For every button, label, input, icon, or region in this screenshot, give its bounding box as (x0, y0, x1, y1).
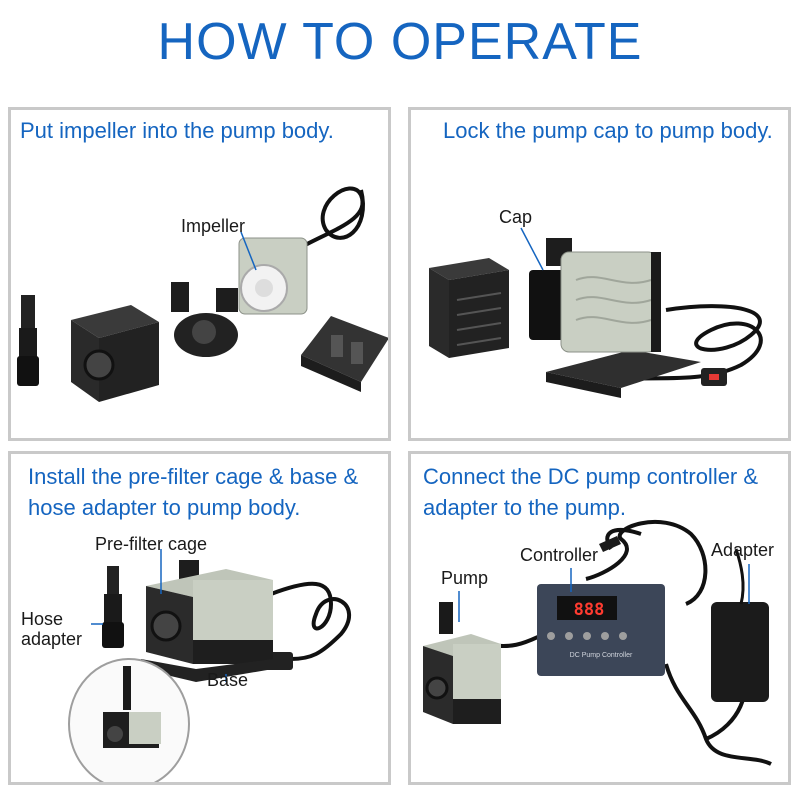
disassembled-pump-parts-image (17, 186, 388, 402)
cap-label: Cap (499, 207, 533, 227)
step-panel-controller: Connect the DC pump controller & adapter… (408, 451, 791, 785)
prefilter-cage-label: Pre-filter cage (95, 534, 208, 554)
adapter-label: Adapter (711, 540, 775, 560)
controller-part (537, 584, 665, 676)
controller-caption: DC Pump Controller (569, 652, 633, 659)
step-instruction: Put impeller into the pump body. (20, 118, 334, 143)
volute-part (171, 282, 238, 357)
motor-body-part (238, 237, 308, 315)
pump-controller-setup-image (423, 519, 772, 766)
power-adapter-part (711, 548, 769, 702)
step-instruction: Lock the pump cap to pump body. (443, 118, 773, 143)
base-plate-part (301, 316, 388, 392)
pump-cap-assembly-image (429, 227, 763, 398)
step-instruction: Connect the DC pump controller & adapter… (423, 464, 759, 520)
pump-part (423, 602, 501, 724)
pump-body-part (529, 238, 661, 353)
base-label: Base (207, 670, 249, 690)
hose-adapter-label: Hose adapter (21, 609, 83, 649)
assembled-pump-image (68, 549, 351, 782)
controller-label: Controller (520, 545, 599, 565)
page-title: HOW TO OPERATE (157, 13, 643, 71)
prefilter-cage-part (71, 305, 159, 402)
hose-adapter-part (17, 295, 39, 386)
step-instruction: Install the pre-filter cage & base & hos… (28, 464, 359, 520)
hose-adapter-part (102, 566, 124, 648)
assembled-pump-inset (68, 658, 190, 782)
impeller-label: Impeller (181, 216, 246, 236)
step-panel-impeller: Put impeller into the pump body. Impelle… (8, 107, 391, 441)
step-panel-cap: Lock the pump cap to pump body. Cap (408, 107, 791, 441)
controller-display: 888 (573, 600, 605, 620)
prefilter-cage-part (429, 258, 509, 358)
step-panel-prefilter: Install the pre-filter cage & base & hos… (8, 451, 391, 785)
pump-label: Pump (441, 568, 489, 588)
